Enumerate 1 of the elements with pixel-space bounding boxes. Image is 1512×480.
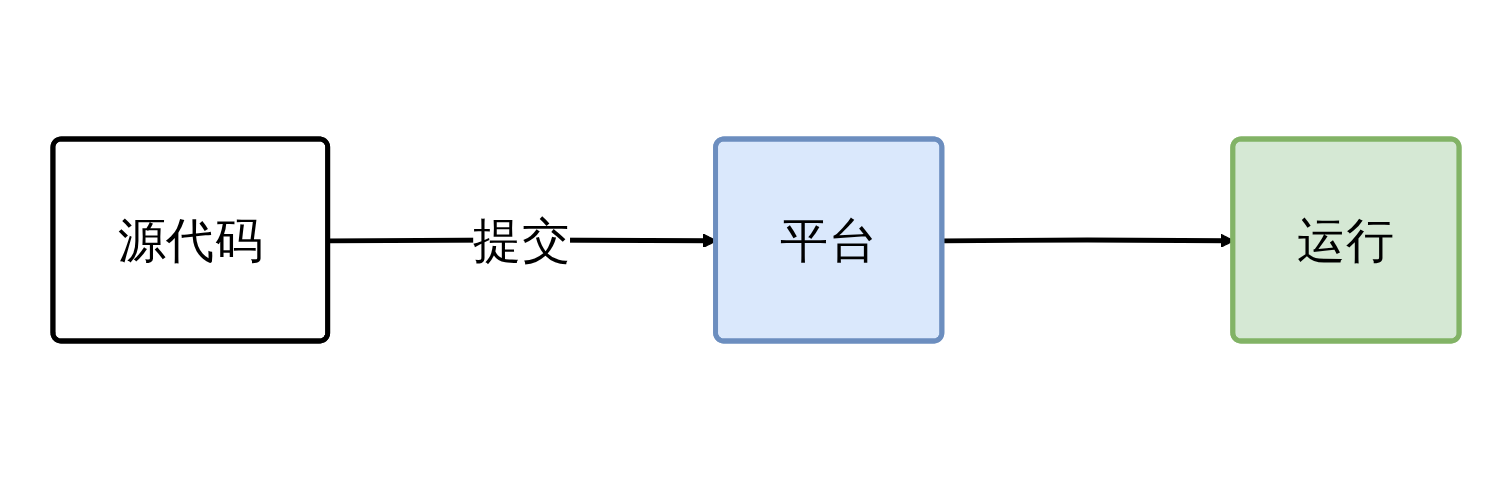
edge-label: 提交 bbox=[473, 211, 571, 269]
